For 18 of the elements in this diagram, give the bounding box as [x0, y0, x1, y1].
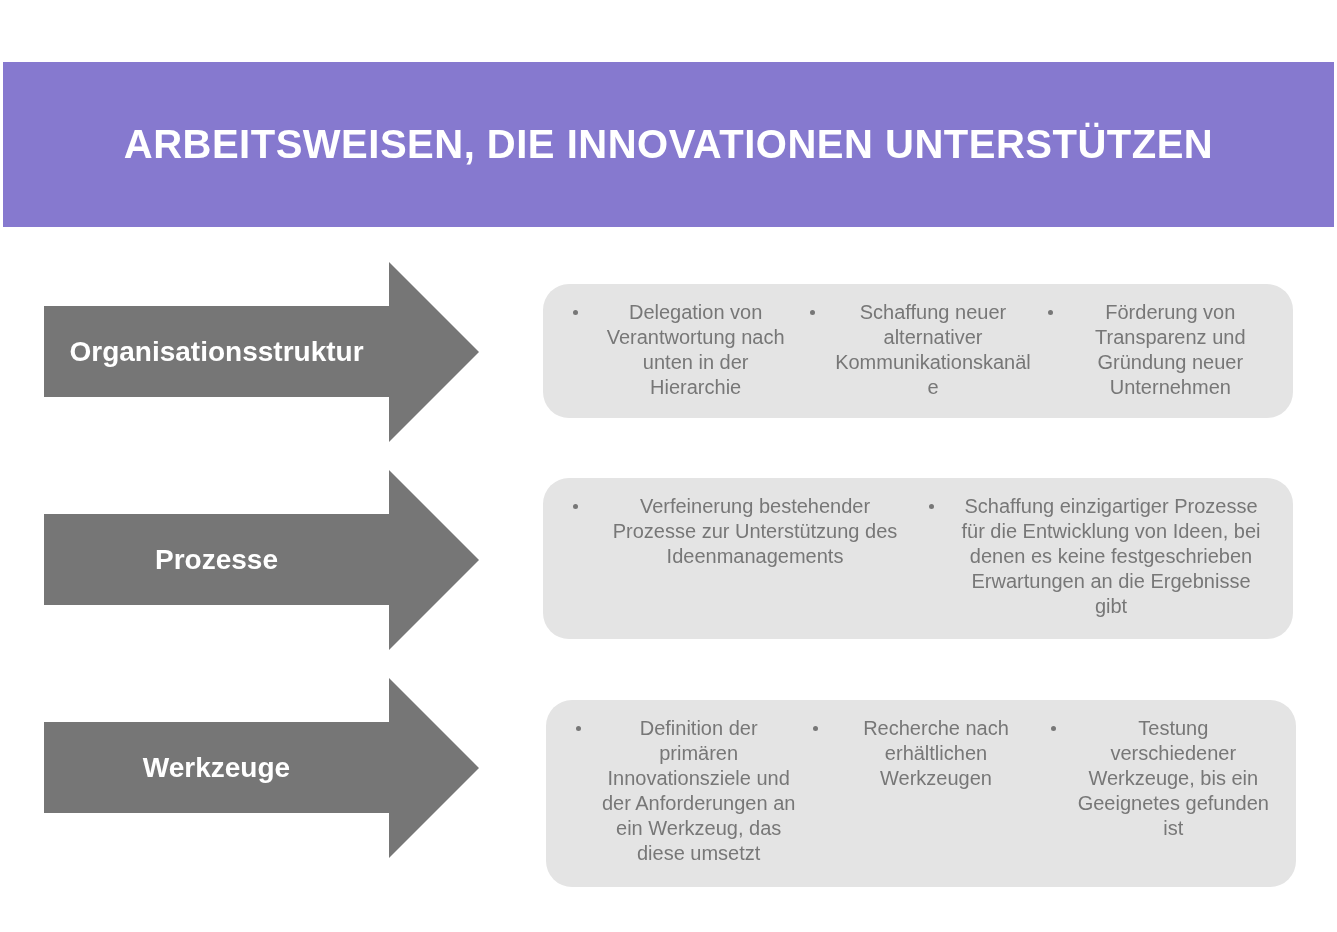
bullet-item: Schaffung einzigartiger Prozesse für die Entwicklung von Ideen, bei denen es keine festgeschrieben Erwartungen an die Ergebnisse gibt — [923, 494, 1269, 619]
bullet-item: Delegation von Verantwortung nach unten in der Hierarchie — [567, 300, 795, 400]
bullet-panel — [543, 284, 1293, 418]
arrow-shape — [44, 262, 479, 442]
bullet-item: Schaffung neuer alternativer Kommunikationskanäle — [804, 300, 1032, 400]
title: ARBEITSWEISEN, DIE INNOVATIONEN UNTERSTÜTZEN — [123, 122, 1214, 167]
arrow-label: Werkzeuge — [141, 752, 292, 784]
bullet-item: Testung verschiedener Werkzeuge, bis ein Geeignetes gefunden ist — [1044, 716, 1272, 841]
bullet-item: Definition der primären Innovationsziele und der Anforderungen an ein Werkzeug, das diese umsetzt — [570, 716, 798, 866]
arrow-shape — [44, 470, 479, 650]
arrow-shape — [44, 678, 479, 858]
arrow-label: Prozesse — [154, 544, 279, 576]
arrow-label: Organisationsstruktur — [68, 336, 365, 368]
bullet-item: Recherche nach erhältlichen Werkzeugen — [807, 716, 1035, 791]
bullet-item: Verfeinerung bestehender Prozesse zur Unterstützung des Ideenmanagements — [567, 494, 913, 569]
bullet-item: Förderung von Transparenz und Gründung neuer Unternehmen — [1041, 300, 1269, 400]
bullet-panel — [543, 478, 1293, 639]
bullet-panel — [546, 700, 1296, 887]
